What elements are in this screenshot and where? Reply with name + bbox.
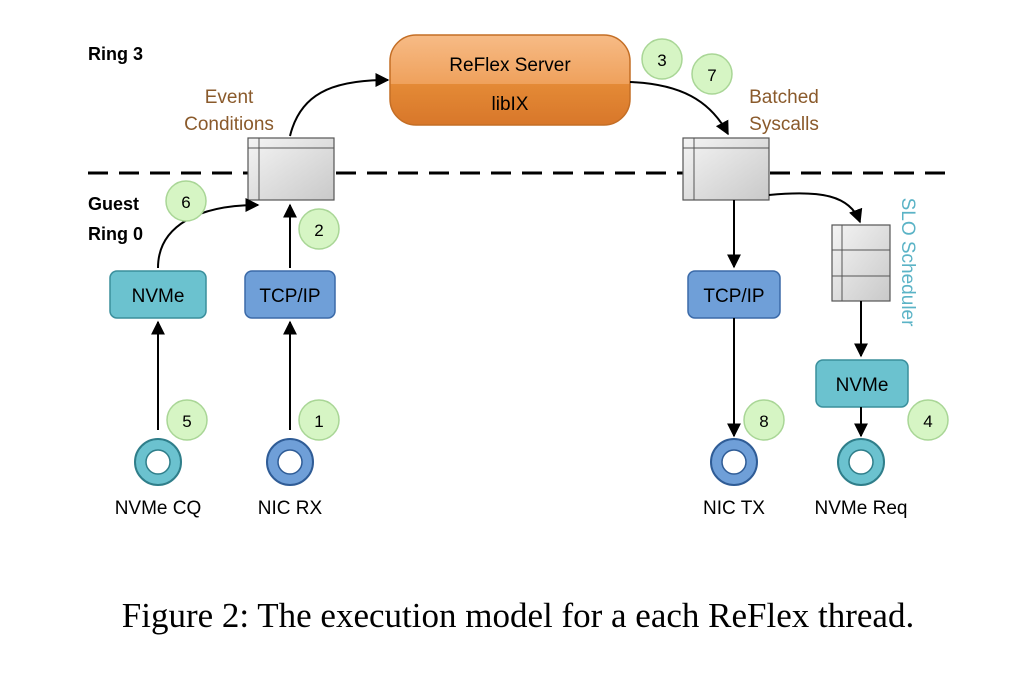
figure-caption: Figure 2: The execution model for a each… <box>121 596 915 635</box>
nic-rx-ring <box>266 438 314 486</box>
reflex-server-block: ReFlex Server libIX <box>389 34 631 126</box>
step-badge-8: 8 <box>743 399 785 441</box>
svg-text:7: 7 <box>707 66 716 85</box>
nvme-req-ring <box>837 438 885 486</box>
event-conditions-label-line1: Event <box>205 87 254 108</box>
batched-syscalls-label-line2: Syscalls <box>749 114 819 135</box>
svg-text:6: 6 <box>181 193 190 212</box>
batched-syscalls-label-line1: Batched <box>749 87 819 108</box>
slo-scheduler-queue <box>831 224 891 302</box>
step-badge-7: 7 <box>691 53 733 95</box>
reflex-server-title: ReFlex Server <box>449 55 571 76</box>
guest-label: Guest <box>88 194 139 214</box>
svg-text:8: 8 <box>759 412 768 431</box>
nic-rx-label: NIC RX <box>258 498 323 519</box>
event-conditions-label-line2: Conditions <box>184 114 274 135</box>
svg-text:NVMe: NVMe <box>836 375 889 396</box>
svg-text:4: 4 <box>923 412 932 431</box>
slo-scheduler-label: SLO Scheduler <box>897 198 918 328</box>
arrow-syscalls-to-slo <box>768 192 863 224</box>
step-badge-2: 2 <box>298 208 340 250</box>
step-badge-1: 1 <box>298 399 340 441</box>
step-badge-6: 6 <box>165 180 207 222</box>
nvme-box-left: NVMe <box>109 270 207 319</box>
tcpip-box-right: TCP/IP <box>687 270 781 319</box>
arrow-buffer-to-server <box>289 73 390 137</box>
step-badge-3: 3 <box>641 38 683 80</box>
svg-text:NVMe: NVMe <box>132 286 185 307</box>
step-badge-4: 4 <box>907 399 949 441</box>
svg-text:TCP/IP: TCP/IP <box>703 286 764 307</box>
nvme-req-label: NVMe Req <box>815 498 908 519</box>
step-badge-5: 5 <box>166 399 208 441</box>
event-conditions-buffer <box>247 137 335 201</box>
libix-label: libIX <box>492 94 529 115</box>
nic-tx-label: NIC TX <box>703 498 765 519</box>
arrow-server-to-syscalls <box>629 81 729 136</box>
nvme-cq-label: NVMe CQ <box>115 498 202 519</box>
nic-tx-ring <box>710 438 758 486</box>
nvme-cq-ring <box>134 438 182 486</box>
ring3-label: Ring 3 <box>88 44 143 64</box>
tcpip-box-left: TCP/IP <box>244 270 336 319</box>
svg-text:TCP/IP: TCP/IP <box>259 286 320 307</box>
svg-text:1: 1 <box>314 412 323 431</box>
batched-syscalls-buffer <box>682 137 770 201</box>
svg-text:3: 3 <box>657 51 666 70</box>
ring0-label: Ring 0 <box>88 224 143 244</box>
svg-text:2: 2 <box>314 221 323 240</box>
svg-text:5: 5 <box>182 412 191 431</box>
nvme-box-right: NVMe <box>815 359 909 408</box>
